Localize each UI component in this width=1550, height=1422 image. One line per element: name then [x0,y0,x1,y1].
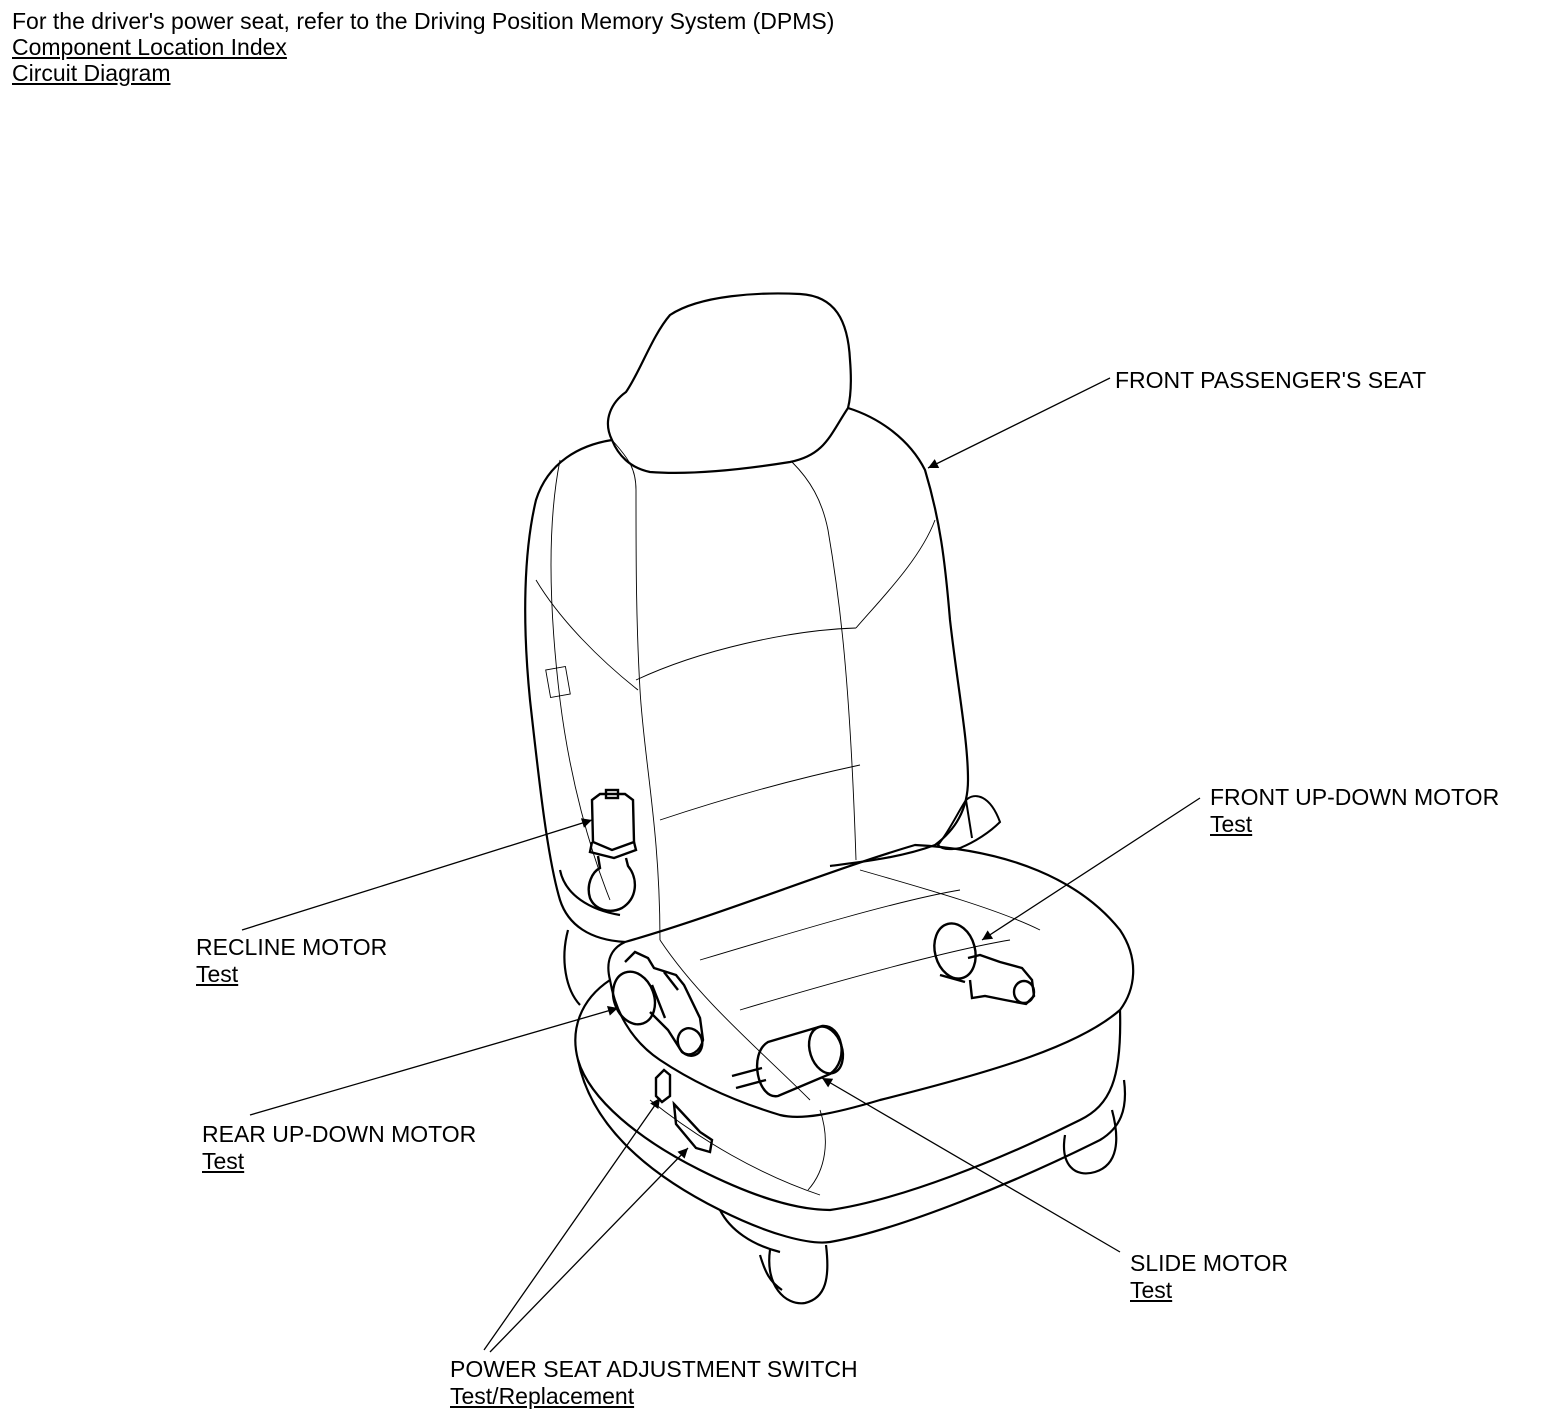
header-note: For the driver's power seat, refer to th… [12,8,835,34]
side-lever [936,795,1002,851]
front-passenger-seat-label: FRONT PASSENGER'S SEAT [1115,367,1426,394]
front-updown-motor-label: FRONT UP-DOWN MOTOR Test [1210,784,1499,838]
rear-updown-motor-icon [611,950,705,1057]
front-updown-motor-title: FRONT UP-DOWN MOTOR [1210,784,1500,810]
rear-updown-motor-title: REAR UP-DOWN MOTOR [202,1121,477,1147]
front-updown-motor-test-link[interactable]: Test [1210,811,1253,837]
recline-motor-icon [587,788,638,912]
power-seat-switch-title: POWER SEAT ADJUSTMENT SWITCH [450,1356,858,1382]
slide-motor-label: SLIDE MOTOR Test [1130,1250,1288,1304]
recline-motor-title: RECLINE MOTOR [196,934,388,960]
power-seat-switch-test-replacement-link[interactable]: Test/Replacement [450,1383,635,1409]
seat-back [524,406,970,944]
slide-motor-title: SLIDE MOTOR [1130,1250,1289,1276]
headrest [606,292,852,474]
front-passenger-seat-title: FRONT PASSENGER'S SEAT [1115,367,1427,393]
slide-motor-icon [731,1024,845,1098]
rear-updown-motor-test-link[interactable]: Test [202,1148,245,1174]
circuit-diagram-link[interactable]: Circuit Diagram [12,60,171,86]
leader-lines [241,377,1201,1353]
component-location-index-link[interactable]: Component Location Index [12,34,287,60]
seat-cushion-seams [649,869,1041,1196]
seat-back-seams [535,439,936,941]
rear-updown-motor-label: REAR UP-DOWN MOTOR Test [202,1121,476,1175]
slide-motor-test-link[interactable]: Test [1130,1277,1173,1303]
power-seat-switch-icon [654,1068,714,1154]
seat-cushion [563,843,1135,1254]
power-seat-switch-label: POWER SEAT ADJUSTMENT SWITCH Test/Replac… [450,1356,858,1410]
front-updown-motor-icon [933,922,1036,1006]
recline-motor-test-link[interactable]: Test [196,961,239,987]
seat-legs [758,1109,1118,1305]
recline-motor-label: RECLINE MOTOR Test [196,934,387,988]
